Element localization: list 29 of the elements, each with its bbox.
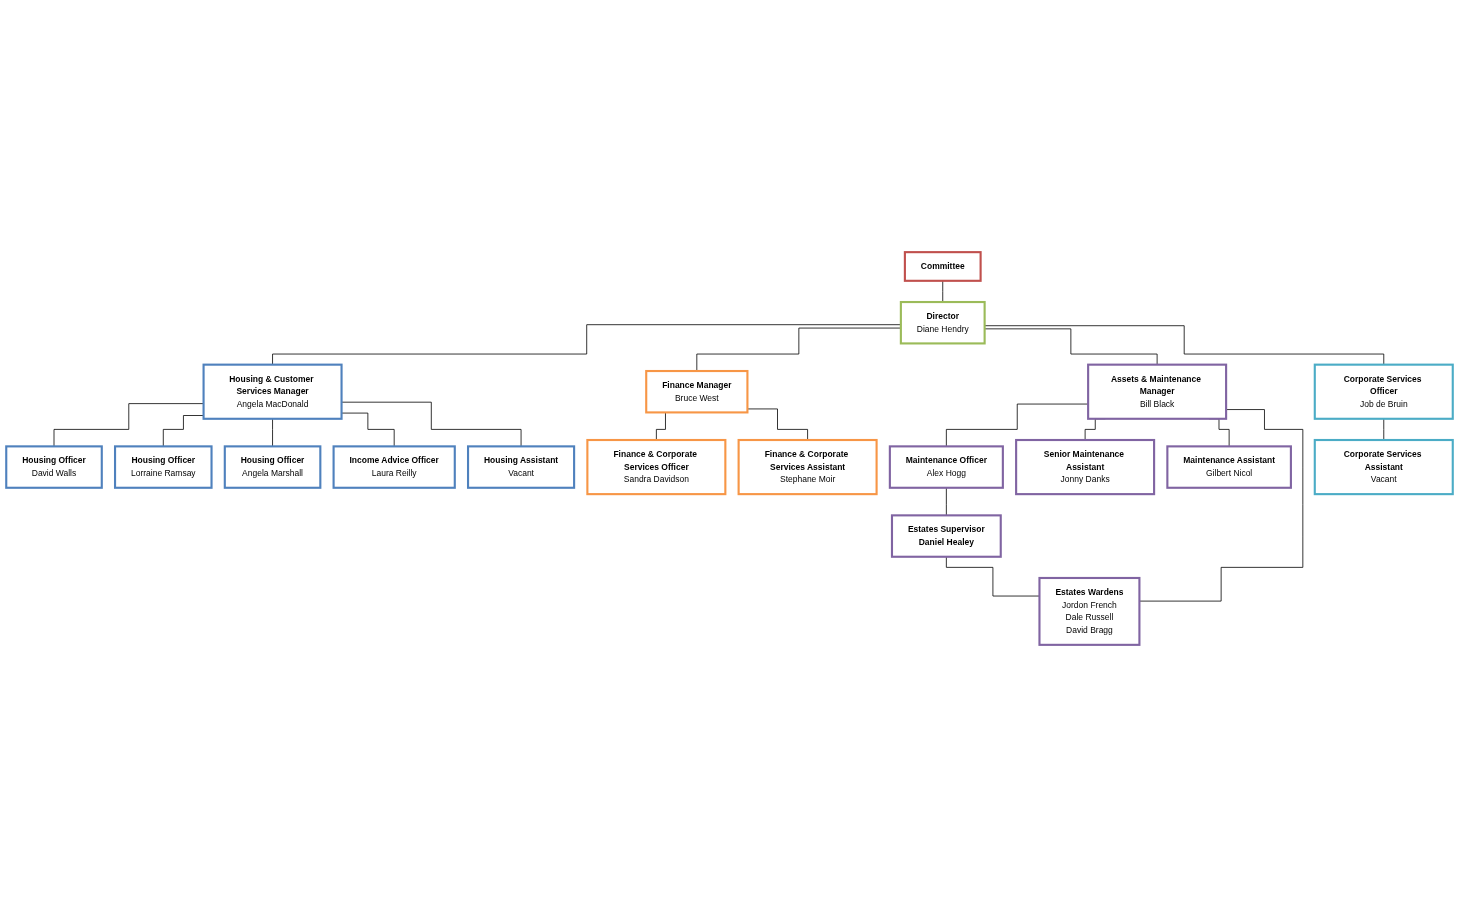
node-box: Corporate Services Officer Job de Bruin [1313, 363, 1454, 420]
connector [747, 408, 808, 441]
node-box: Finance & Corporate Services Officer Sandra Davidson [586, 438, 727, 496]
node-box: Assets & Maintenance Manager Bill Black [1087, 363, 1228, 420]
connector [1139, 409, 1304, 602]
connector [945, 556, 1040, 597]
node-box: Estates Wardens Jordon French Dale Russell David Bragg [1038, 576, 1141, 646]
node-box: Senior Maintenance Assistant Jonny Danks [1015, 438, 1156, 496]
node-box: Housing Officer Lorraine Ramsay [114, 445, 213, 489]
node-box: Finance Manager Bruce West [645, 369, 749, 414]
connector [945, 403, 1089, 447]
node-box: Corporate Services Assistant Vacant [1313, 438, 1454, 496]
connector [162, 415, 204, 447]
connector [341, 401, 522, 447]
connector [945, 487, 947, 516]
node-box: Housing Officer David Walls [5, 445, 103, 489]
node-box: Director Diane Hendry [899, 301, 986, 345]
connector [272, 418, 273, 447]
node-box: Finance & Corporate Services Assistant Stephane Moir [737, 438, 878, 496]
connector [53, 403, 204, 447]
node-box: Housing Officer Angela Marshall [223, 445, 322, 489]
node-box: Housing Assistant Vacant [467, 445, 576, 489]
node-box: Maintenance Officer Alex Hogg [888, 445, 1004, 489]
connector [341, 412, 395, 447]
node-box: Maintenance Assistant Gilbert Nicol [1166, 445, 1292, 489]
node-box: Estates Supervisor Daniel Healey [890, 514, 1002, 558]
node-box: Income Advice Officer Laura Reilly [332, 445, 456, 489]
node-box: Housing & Customer Services Manager Angela MacDonald [202, 363, 343, 420]
node-box: Committee [903, 251, 982, 282]
